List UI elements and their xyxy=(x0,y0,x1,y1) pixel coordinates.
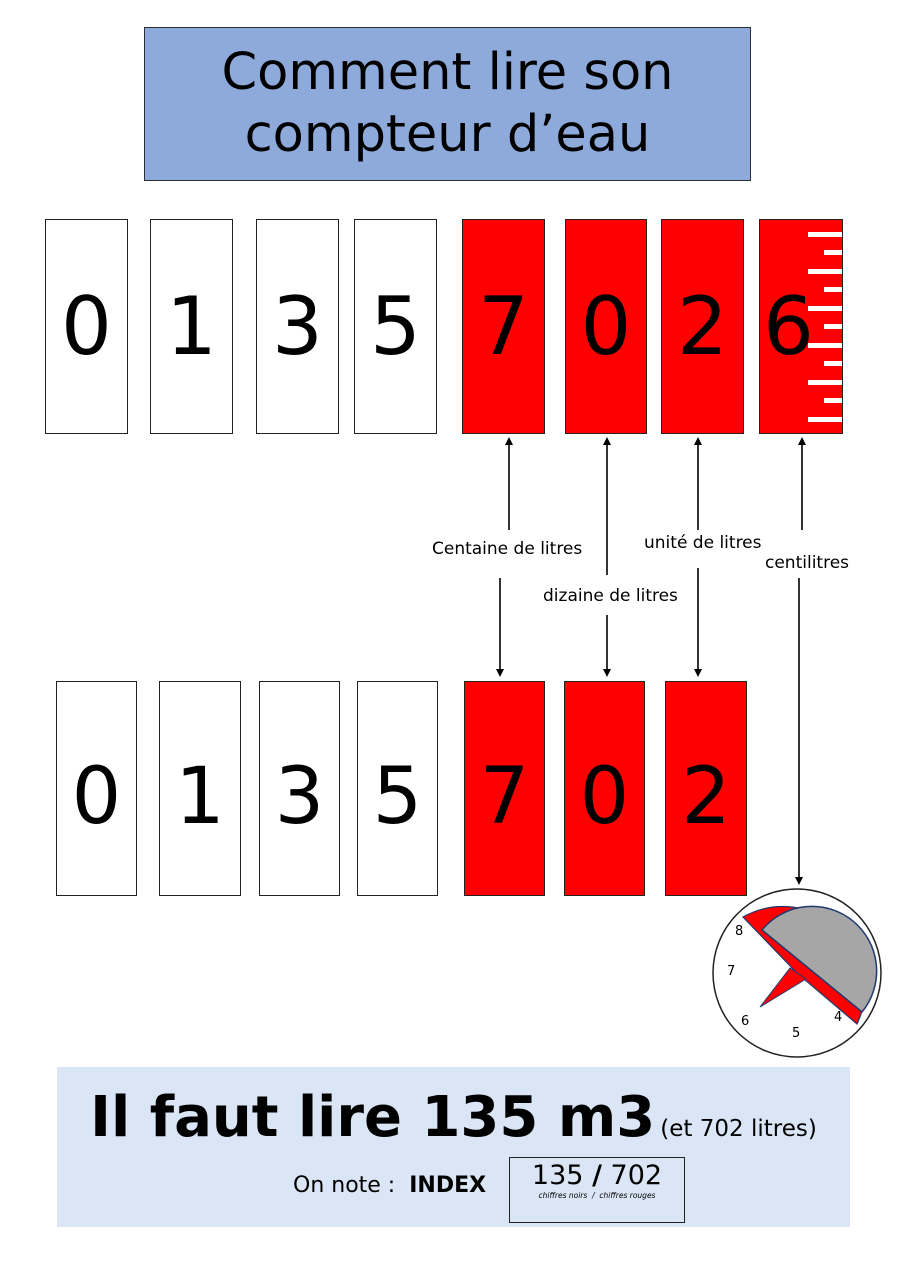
result-main-text: Il faut lire 135 m3 xyxy=(90,1085,656,1150)
centilitre-scale-ticks xyxy=(806,220,842,433)
dial-number-6: 6 xyxy=(741,1014,749,1029)
counter-index-digit-4: 5 xyxy=(357,681,438,896)
counter-index-digit-3: 3 xyxy=(259,681,340,896)
counter-full-digit-unite: 2 xyxy=(661,219,744,434)
index-red-value: 702 xyxy=(610,1160,663,1191)
index-slash: / xyxy=(592,1160,602,1191)
counter-index-digit-2: 1 xyxy=(159,681,241,896)
counter-index-digit-dizaine: 0 xyxy=(564,681,645,896)
dial-number-5: 5 xyxy=(792,1026,800,1041)
counter-full-digit-centilitres: 6 xyxy=(759,219,843,434)
counter-full-digit-1: 0 xyxy=(45,219,128,434)
counter-full-digit-dizaine: 0 xyxy=(565,219,647,434)
label-centilitres: centilitres xyxy=(765,553,850,573)
note-index-label: INDEX xyxy=(409,1173,487,1198)
legend-red: chiffres rouges xyxy=(599,1191,656,1200)
label-centaine-de-litres: Centaine de litres xyxy=(432,539,583,559)
result-panel: Il faut lire 135 m3 (et 702 litres) On n… xyxy=(57,1067,850,1227)
result-litres-text: (et 702 litres) xyxy=(660,1116,817,1142)
note-line: On note : INDEX xyxy=(293,1173,486,1198)
legend-black: chiffres noirs xyxy=(538,1191,588,1200)
counter-index-digit-centaine: 7 xyxy=(464,681,545,896)
counter-full-digit-4: 5 xyxy=(354,219,437,434)
counter-index-digit-1: 0 xyxy=(56,681,137,896)
dial-number-8: 8 xyxy=(735,924,743,939)
result-headline: Il faut lire 135 m3 (et 702 litres) xyxy=(57,1085,850,1150)
note-prefix: On note : xyxy=(293,1173,396,1198)
dial-pointer-gray xyxy=(760,905,878,1014)
counter-index-digit-unite: 2 xyxy=(665,681,747,896)
index-box: 135 / 702 chiffres noirs / chiffres roug… xyxy=(509,1157,685,1223)
dial-number-4: 4 xyxy=(834,1010,842,1025)
dial-number-7: 7 xyxy=(727,964,735,979)
title-line-2: compteur d’eau xyxy=(244,105,651,164)
index-black-value: 135 xyxy=(531,1160,584,1191)
counter-full-digit-3: 3 xyxy=(256,219,339,434)
dial-pointer-needle xyxy=(759,967,807,1008)
label-dizaine-de-litres: dizaine de litres xyxy=(543,586,678,606)
legend-sep: / xyxy=(592,1191,595,1200)
counter-full-digit-2: 1 xyxy=(150,219,233,434)
title-line-1: Comment lire son xyxy=(221,43,674,102)
label-unite-de-litres: unité de litres xyxy=(644,533,762,553)
title-banner: Comment lire son compteur d’eau xyxy=(144,27,751,181)
counter-full-digit-centaine: 7 xyxy=(462,219,545,434)
